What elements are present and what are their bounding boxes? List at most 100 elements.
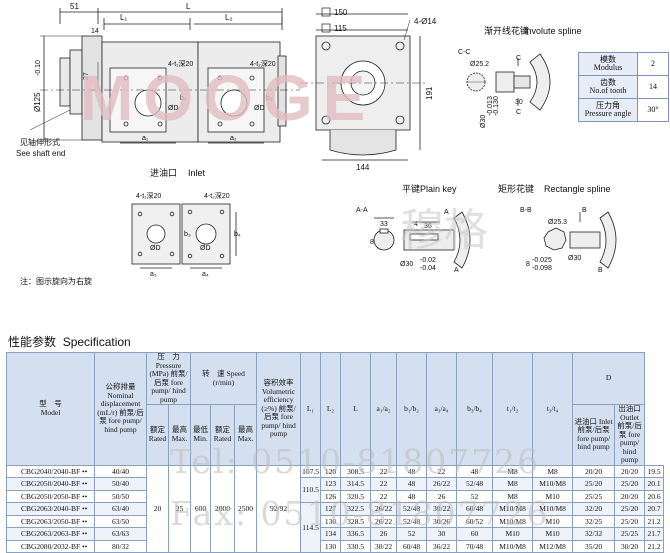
rect-8: 8 [526, 261, 530, 268]
cell-inlet: 32/20 [572, 502, 616, 516]
rect-bb: B-B [520, 207, 532, 214]
front-dim-115: 115 [334, 24, 347, 33]
key-d30: Ø30 [400, 261, 413, 268]
key-d30-tol2: -0.04 [420, 265, 436, 272]
spline-label-en: No.of tooth [589, 86, 627, 95]
plain-key-cn: 平键 [402, 183, 420, 194]
outlet-b4: b₄ [234, 231, 241, 238]
outlet-a4: a₄ [202, 271, 209, 278]
spline-c-top: C [516, 55, 521, 62]
th-L2: L₂ [320, 352, 342, 466]
key-a-top: A [444, 209, 449, 216]
watermark-cn: 穆格 [400, 205, 488, 256]
cell-a34: 30 [426, 527, 458, 541]
cell-b34: 52 [456, 489, 494, 503]
cell-outlet: 20/20 [614, 464, 646, 478]
cell-weight: 20.1 [644, 477, 664, 491]
port-b1: b₁ [180, 95, 187, 102]
cell-disp: 63/63 [94, 527, 147, 541]
technical-drawing: 51 L L₁ L₂ 14 27 Ø125 -0.10 4-t₁深20 4-t₂… [16, 2, 617, 286]
cell-b34: 52/48 [456, 477, 494, 491]
involute-title-cn: 渐开线花键 [484, 25, 529, 36]
cell-model: CBG2063/2050-BF •• [6, 514, 95, 528]
cell-L2: 130 [320, 539, 342, 553]
spec-heading: 性能参数 Specification [8, 333, 131, 350]
table-row: CBG2040/2040-BF •• 40/40 20 25 600 2000 … [6, 464, 664, 553]
cell-model: CBG2080/2032-BF •• [6, 539, 95, 553]
cell-disp: 50/40 [94, 477, 147, 491]
th-b3b4: b₃/b₄ [456, 352, 494, 466]
cell-L: 330.5 [340, 539, 372, 553]
th-rated: 额定 Rated [146, 404, 169, 466]
port-D-1: ØD [168, 105, 179, 112]
port-D-2: ØD [254, 105, 265, 112]
spline-label-en: Pressure angle [584, 109, 632, 118]
cell-model: CBG2063/2063-BF •• [6, 527, 95, 541]
cell-L2: 130 [320, 514, 342, 528]
cell-outlet: 25/20 [614, 514, 646, 528]
cell-weight: 20.7 [644, 502, 664, 516]
rotation-note: 注：图示旋向为右旋 [20, 276, 92, 286]
cell-a34: 36/22 [426, 539, 458, 553]
cell-disp: 40/40 [94, 464, 147, 478]
cell-b12: 52/48 [396, 502, 428, 516]
cell-rated-pressure: 20 [146, 464, 169, 553]
th-t1t2: t₁/t₂ [492, 352, 534, 466]
cell-L1: 107.5 [300, 464, 322, 478]
cell-b34: 70/48 [456, 539, 494, 553]
inlet-b3: b₃ [184, 231, 191, 238]
th-outlet: 出油口 Outlet 前泵/后泵 fore pump/ hind pump [614, 404, 646, 466]
port-b2: b₂ [266, 95, 273, 102]
key-4: 4 [414, 221, 418, 228]
shaft-end-cn: 见轴伸形式 [20, 137, 60, 147]
cell-a12: 26 [370, 527, 398, 541]
cell-L1: 110.5 [300, 477, 322, 503]
front-dim-150: 150 [334, 8, 348, 17]
port-a1: a₁ [142, 135, 149, 142]
th-L1: L₁ [300, 352, 322, 466]
cell-model: CBG2050/2040-BF •• [6, 477, 95, 491]
spec-heading-en: Specification [62, 335, 131, 349]
watermark-phone-2: Fax: 0510-81807726 [170, 494, 550, 533]
shaft-end-en: See shaft end [16, 149, 65, 158]
cell-speed-rated: 2000 [210, 464, 236, 553]
cell-outlet: 25/20 [614, 477, 646, 491]
spline-label-cn: 齿数 [600, 77, 616, 87]
inlet-D: ØD [150, 245, 161, 252]
rect-b-bot: B [598, 267, 603, 274]
cell-inlet: 32/25 [572, 514, 616, 528]
key-aa: A-A [356, 207, 368, 214]
cell-t12: M8 [492, 477, 534, 491]
cell-t34: M10/M8 [532, 502, 574, 516]
th-max: 最高 Max. [167, 404, 192, 466]
table-row: CBG2063/2040-BF •• 63/40 114.5 127 322.5… [6, 502, 664, 553]
th-D: D [572, 352, 646, 405]
th-inlet: 进油口 Inlet 前泵/后泵 fore pump/ hind pump [572, 404, 616, 466]
cell-disp: 80/32 [94, 539, 147, 553]
th-speed-min: 最低 Min. [190, 404, 212, 466]
front-dim-191: 191 [425, 86, 434, 100]
cell-b12: 52 [396, 527, 428, 541]
inlet-a3: a₃ [150, 271, 157, 278]
cell-weight: 21.2 [644, 539, 664, 553]
th-model-cn: 型 号 [39, 399, 62, 409]
th-a1a2: a₁/a₂ [370, 352, 398, 466]
inlet-port-view [131, 203, 237, 269]
th-a3a4: a₃/a₄ [426, 352, 458, 466]
cell-b34: 60/52 [456, 514, 494, 528]
spline-cc: C-C [458, 49, 470, 56]
spline-label-cn: 压力角 [596, 100, 620, 110]
th-speed: 转 速 Speed (r/min) [190, 352, 258, 405]
rect-b-top: B [582, 207, 587, 214]
spline-value: 30° [637, 98, 669, 122]
involute-title-en: Involute spline [524, 26, 582, 36]
watermark-brand: MOOGE [80, 62, 375, 134]
pump-front-view [300, 13, 428, 161]
spline-label-cn: 模数 [600, 54, 616, 64]
spline-d30: Ø30 [480, 115, 487, 128]
outlet-D: ØD [200, 245, 211, 252]
cell-b34: 48 [456, 464, 494, 478]
spline-value: 2 [637, 52, 669, 76]
